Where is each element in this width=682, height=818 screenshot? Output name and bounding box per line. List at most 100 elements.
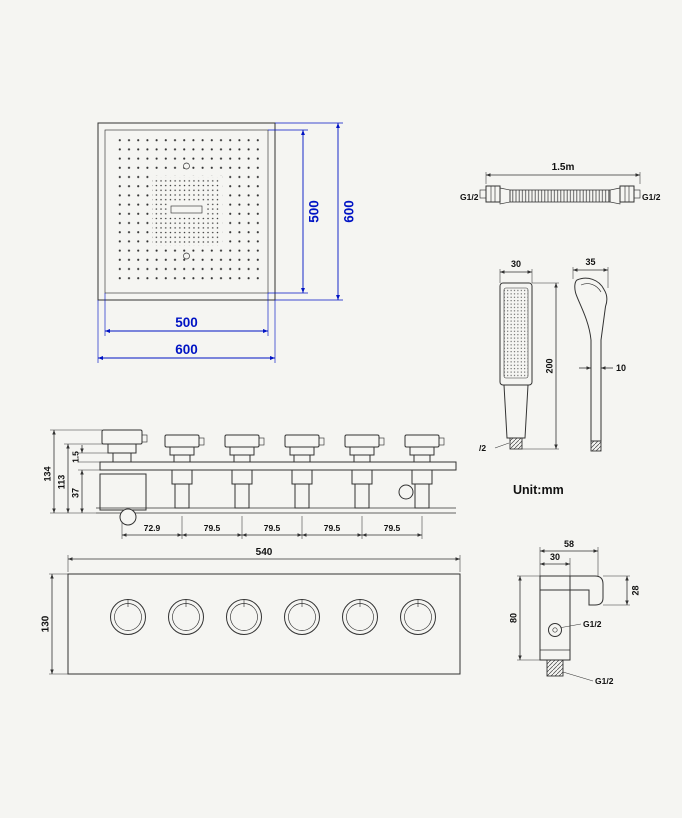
valve-knob-tab [198, 437, 205, 446]
valve-knob-cap [284, 434, 320, 448]
bottom-thread-label: G1/2 [595, 676, 614, 686]
valve-body-stem [294, 483, 310, 509]
valve-height-label: 130 [41, 615, 52, 632]
handle-thickness-label: 10 [616, 363, 626, 373]
valve-knob-tab [378, 437, 385, 446]
spacing-label-2: 79.5 [204, 523, 221, 533]
valve-front-body [67, 573, 461, 675]
total-height-label: 134 [42, 466, 52, 481]
valve-knob-cap [404, 434, 440, 448]
side-outlet-center [552, 627, 558, 633]
wand-side-profile [574, 277, 608, 442]
valve-knob-neck [173, 454, 191, 463]
valve-width-label: 540 [256, 547, 273, 558]
shower-head-dimensions: 500 600 500 600 [97, 122, 357, 363]
shower-head-outer-frame [97, 122, 276, 301]
front-knob-inner [346, 603, 374, 631]
lower-height-label: 37 [70, 488, 80, 498]
waterfall-slot [170, 205, 203, 214]
inlet-port-circle [119, 508, 137, 526]
wand-length-label: 200 [544, 358, 554, 373]
valve-knob-neck [233, 454, 251, 463]
dim-outer-width-label: 600 [175, 342, 198, 357]
valve-knob-collar [409, 446, 435, 456]
holder-arm-hook [539, 575, 604, 606]
valve-body-block [231, 469, 253, 485]
dim-outer-height-label: 600 [342, 200, 357, 223]
side-width-label: 35 [585, 257, 595, 267]
hose-left-stub [479, 189, 487, 199]
wand-spray-face [503, 287, 529, 379]
valve-knob-cap [224, 434, 260, 448]
wand-handle-front [503, 384, 529, 439]
front-knob-outer [226, 599, 262, 635]
wand-side-face-line [580, 283, 602, 293]
valve-body-stem [234, 483, 250, 509]
hose-thread-left-label: G1/2 [460, 192, 479, 202]
valve-knob-collar [349, 446, 375, 456]
valve-knob-collar [169, 446, 195, 456]
hose-left-nut [485, 185, 501, 203]
valve-body-stem [174, 483, 190, 509]
hose-body [479, 185, 641, 205]
leader-line [561, 623, 582, 628]
spacing-label-5: 79.5 [384, 523, 401, 533]
valve-body-stem [414, 483, 430, 509]
wand-thread-label: /2 [479, 443, 486, 453]
unit-note: Unit:mm [513, 483, 564, 497]
spacing-label-1: 72.9 [144, 523, 161, 533]
valve-front-dimensions: 540 130 [41, 547, 461, 675]
body-height-label: 113 [56, 475, 66, 490]
slot-backing [167, 203, 206, 216]
bracket-body [539, 575, 604, 677]
front-knob-inner [404, 603, 432, 631]
hose-left-taper [499, 187, 511, 205]
front-knob-inner [230, 603, 258, 631]
valve-side-body [96, 429, 457, 539]
leader-line [562, 671, 594, 682]
hand-shower-drawing: 30 /2 200 35 10 Unit:mm [479, 257, 626, 497]
hose-right-stub [633, 189, 641, 199]
front-knob-inner [288, 603, 316, 631]
hose-dimensions: 1.5m G1/2 G1/2 [460, 162, 661, 202]
valve-knob-cap [164, 434, 200, 448]
hand-shower-front-view: 30 /2 200 [479, 259, 559, 453]
shower-head-drawing: 500 600 500 600 [97, 122, 357, 363]
front-knob-outer [342, 599, 378, 635]
valve-knob-collar [107, 443, 137, 454]
hand-shower-side-view: 35 10 [572, 257, 626, 452]
valve-knob-collar [229, 446, 255, 456]
valve-front-view-drawing: 540 130 [41, 547, 461, 675]
bottom-thread-stub [546, 659, 564, 677]
front-knob-outer [284, 599, 320, 635]
spacing-label-3: 79.5 [264, 523, 281, 533]
valve-body-stem [354, 483, 370, 509]
wand-thread-stub-side [590, 440, 602, 452]
shower-head-inner-frame [104, 129, 269, 294]
valve-body-block [411, 469, 433, 485]
hook-height-label: 28 [630, 585, 640, 595]
front-knob-outer [110, 599, 146, 635]
side-thread-label: G1/2 [583, 619, 602, 629]
hose-right-nut [619, 185, 635, 203]
valve-knob-neck [413, 454, 431, 463]
port-top [183, 162, 190, 170]
valve-body-block [171, 469, 193, 485]
valve-knob-collar [289, 446, 315, 456]
inlet-housing [99, 473, 147, 511]
dim-inner-width-label: 500 [175, 315, 198, 330]
valve-knob-cap [101, 429, 143, 445]
shower-head-panel [97, 122, 276, 301]
valve-knob-neck [353, 454, 371, 463]
body-width-label: 30 [550, 552, 560, 562]
valve-body-block [291, 469, 313, 485]
front-knob-inner [172, 603, 200, 631]
valve-knob-tab [438, 437, 445, 446]
valve-front-knobs [110, 599, 436, 635]
hose-thread-right-label: G1/2 [642, 192, 661, 202]
dim-inner-height-label: 500 [307, 200, 322, 223]
front-width-label: 30 [511, 259, 521, 269]
valve-knob-tab [141, 434, 148, 443]
valve-side-knobs [101, 429, 445, 539]
